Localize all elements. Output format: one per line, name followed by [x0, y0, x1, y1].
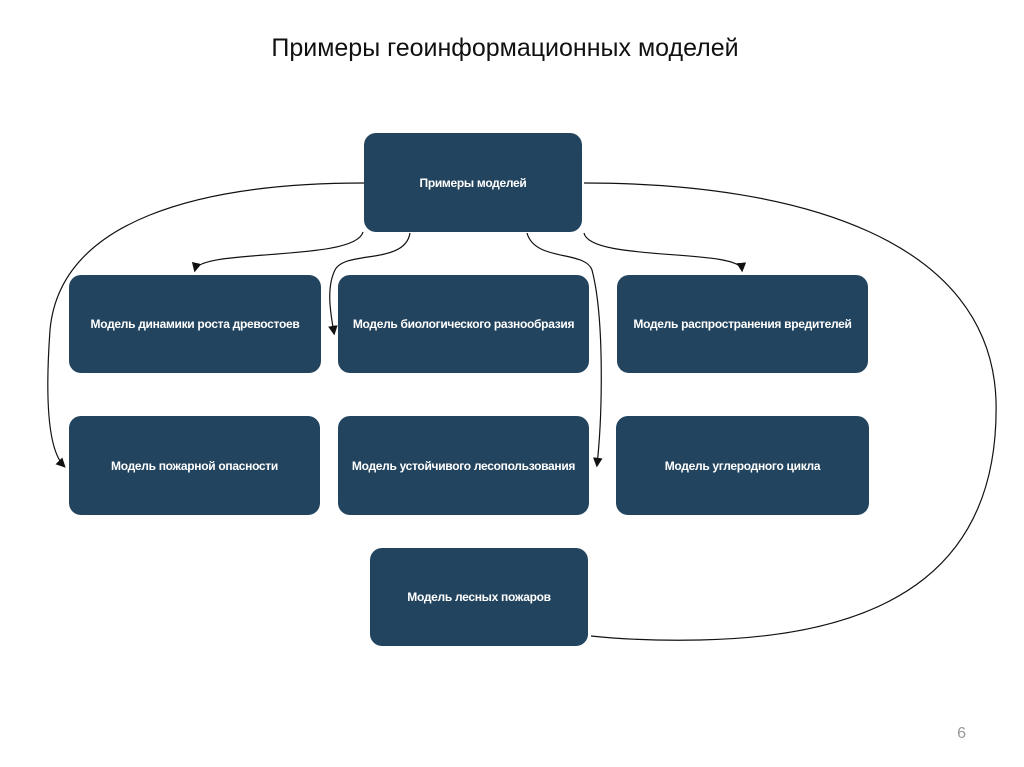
connector-root-to-forest-fires: [583, 182, 997, 641]
node-forest-fires: Модель лесных пожаров: [370, 548, 588, 646]
slide-title: Примеры геоинформационных моделей: [271, 34, 739, 62]
connector-root-to-growth: [191, 231, 364, 273]
root-node: Примеры моделей: [364, 133, 582, 232]
node-biodiversity: Модель биологического разнообразия: [338, 275, 589, 373]
node-fire-danger: Модель пожарной опасности: [69, 416, 320, 515]
connector-root-to-sustainable: [526, 232, 603, 468]
page-number: 6: [957, 725, 966, 742]
connector-root-to-pests: [583, 232, 747, 273]
node-pests: Модель распространения вредителей: [617, 275, 868, 373]
node-growth-dynamics: Модель динамики роста древостоев: [69, 275, 321, 373]
node-carbon-cycle: Модель углеродного цикла: [616, 416, 869, 515]
node-sustainable-forestry: Модель устойчивого лесопользования: [338, 416, 589, 515]
connector-root-to-biodiversity: [328, 232, 411, 336]
connector-root-to-fire-danger: [47, 182, 365, 468]
